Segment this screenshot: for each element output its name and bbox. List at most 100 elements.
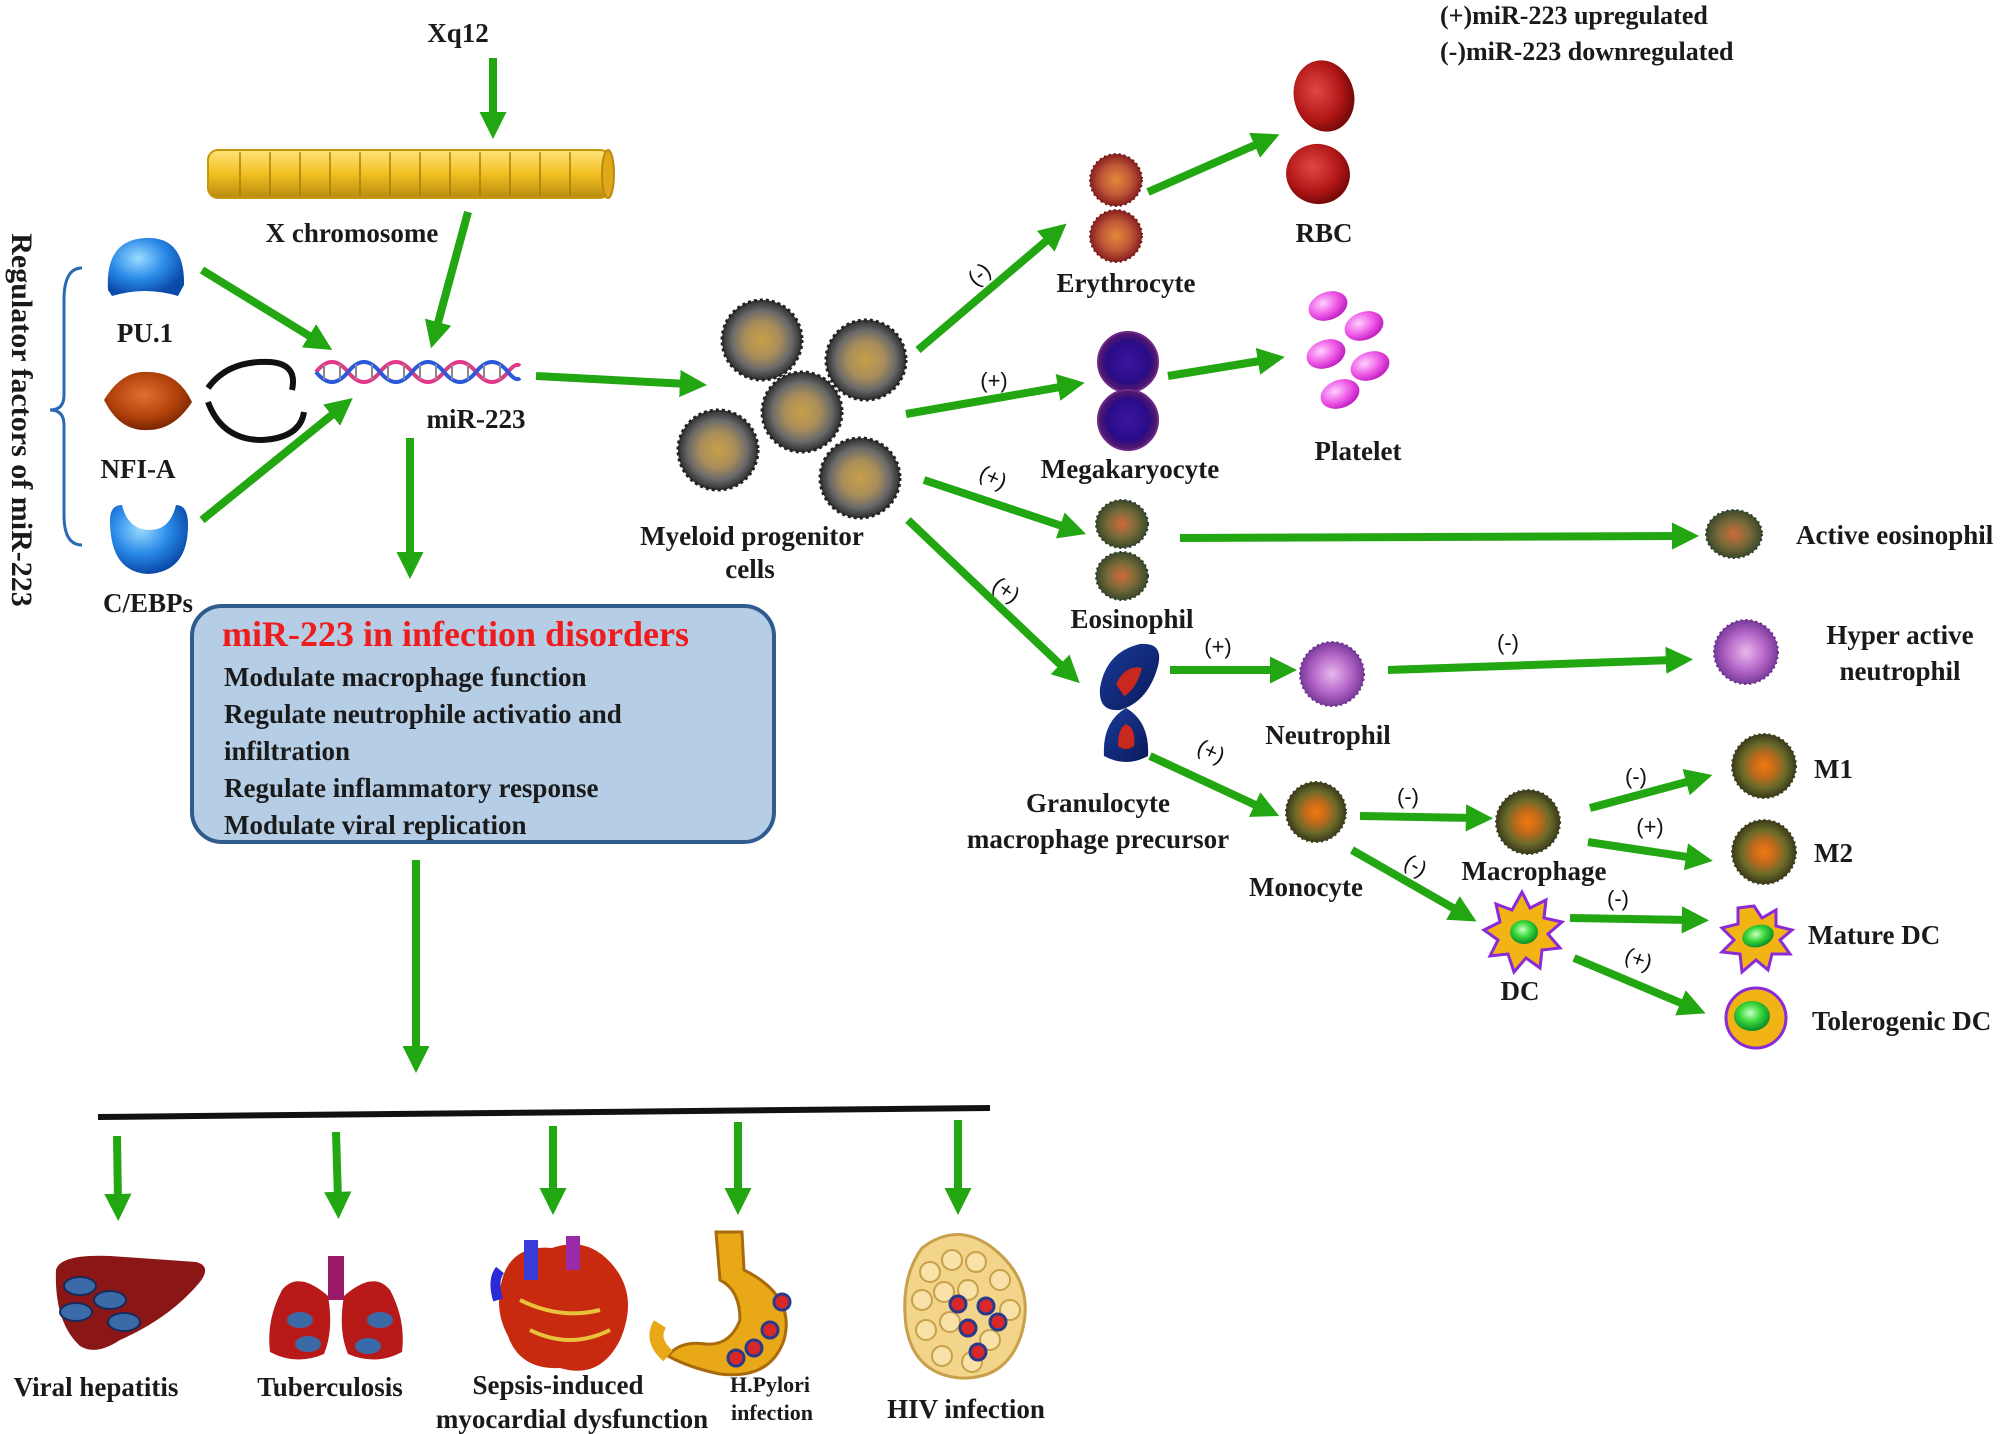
m1-label: M1 xyxy=(1814,754,1853,784)
macrophage-icon xyxy=(1495,789,1561,855)
stomach-icon xyxy=(649,1230,792,1377)
myeloid-progenitor-label-2: cells xyxy=(725,554,774,584)
hpylori-label-1: H.Pylori xyxy=(730,1372,810,1397)
gmp-label-2: macrophage precursor xyxy=(967,824,1229,854)
sepsis-label-1: Sepsis-induced xyxy=(472,1370,643,1400)
to-erythrocyte-arrow xyxy=(915,223,1067,354)
sepsis-label-2: myocardial dysfunction xyxy=(436,1404,708,1434)
to-tolerogenic-dc-arrow xyxy=(1572,954,1706,1016)
regulator-factors-label: Regulator factors of miR-223 xyxy=(5,233,38,607)
platelet-icon xyxy=(1306,291,1390,409)
tuberculosis-label: Tuberculosis xyxy=(257,1372,403,1402)
cebps-label: C/EBPs xyxy=(103,588,193,618)
to-platelet-arrow xyxy=(1167,347,1285,380)
rbc-label: RBC xyxy=(1295,218,1352,248)
pu1-arrow xyxy=(199,266,333,350)
mature-dc-label: Mature DC xyxy=(1808,920,1940,950)
lungs-icon xyxy=(269,1256,403,1360)
to-active-eosinophil-arrow xyxy=(1179,522,1700,550)
sign-to-eosinophil: (+) xyxy=(975,460,1010,494)
infection-box-item: Modulate macrophage function xyxy=(224,662,587,692)
sign-to-hyper-neutrophil: (-) xyxy=(1497,630,1519,655)
gmp-label-1: Granulocyte xyxy=(1026,788,1170,818)
infection-box-item: Modulate viral replication xyxy=(224,810,526,840)
tolerogenic-dc-label: Tolerogenic DC xyxy=(1812,1006,1991,1036)
sign-to-monocyte: (+) xyxy=(1193,734,1228,768)
to-m1-arrow xyxy=(1588,768,1713,812)
to-monocyte-arrow xyxy=(1148,752,1280,817)
neutrophil-icon xyxy=(1299,641,1365,707)
nfia-icon xyxy=(104,371,192,431)
chromosome-arrow xyxy=(425,210,472,349)
sign-to-mature-dc: (-) xyxy=(1607,886,1629,911)
cebps-arrow xyxy=(199,398,353,524)
rbc-icon xyxy=(1286,60,1355,205)
monocyte-icon xyxy=(1285,781,1347,843)
neutrophil-label: Neutrophil xyxy=(1265,720,1391,750)
regulator-bracket xyxy=(49,266,83,547)
sign-to-neutrophil: (+) xyxy=(1204,634,1232,659)
monocyte-label: Monocyte xyxy=(1249,872,1363,902)
infection-box-title: miR-223 in infection disorders xyxy=(222,614,689,654)
sign-to-megakaryocyte: (+) xyxy=(980,368,1008,393)
to-m2-arrow xyxy=(1587,838,1713,871)
eosinophil-label: Eosinophil xyxy=(1070,604,1194,634)
myeloid-progenitor-label-1: Myeloid progenitor xyxy=(640,521,864,551)
gmp-icon xyxy=(1099,643,1160,762)
sign-to-tolerogenic-dc: (+) xyxy=(1621,943,1655,976)
m1-icon xyxy=(1731,733,1797,799)
to-eosinophil-arrow xyxy=(922,476,1087,539)
hyper-active-neutrophil-icon xyxy=(1713,619,1779,685)
sign-to-m2: (+) xyxy=(1636,814,1664,839)
infection-box-item: infiltration xyxy=(224,736,350,766)
hiv-label: HIV infection xyxy=(887,1394,1045,1424)
to-macrophage-arrow xyxy=(1359,804,1494,832)
to-mature-dc-arrow xyxy=(1569,906,1710,934)
m2-icon xyxy=(1731,819,1797,885)
heart-icon xyxy=(490,1236,628,1371)
dc-icon xyxy=(1481,888,1566,975)
to-hyper-neutrophil-arrow xyxy=(1387,646,1694,674)
nfia-label: NFI-A xyxy=(101,454,176,484)
hyper-active-label-1: Hyper active xyxy=(1826,620,1973,650)
cebps-icon xyxy=(110,505,188,574)
macrophage-label: Macrophage xyxy=(1462,856,1607,886)
erythrocyte-icon xyxy=(1089,153,1143,263)
platelet-label: Platelet xyxy=(1315,436,1402,466)
mature-dc-icon xyxy=(1718,904,1796,975)
sign-to-macrophage: (-) xyxy=(1397,784,1419,809)
mir223-label: miR-223 xyxy=(427,404,526,434)
eosinophil-icon xyxy=(1095,499,1149,601)
to-gmp-arrow xyxy=(905,517,1080,684)
feedback-loop-icon xyxy=(205,358,307,444)
m2-label: M2 xyxy=(1814,838,1853,868)
disease-divider xyxy=(97,1105,991,1120)
megakaryocyte-icon xyxy=(1097,331,1159,451)
myeloid-progenitor-icon xyxy=(676,298,908,520)
megakaryocyte-label: Megakaryocyte xyxy=(1041,454,1219,484)
tolerogenic-dc-icon xyxy=(1724,986,1788,1050)
dc-label: DC xyxy=(1501,976,1540,1006)
erythrocyte-label: Erythrocyte xyxy=(1057,268,1196,298)
mir223-to-progenitor-arrow xyxy=(535,369,708,398)
infection-box: miR-223 in infection disorders Modulate … xyxy=(190,604,776,844)
to-tuberculosis-arrow xyxy=(324,1131,352,1220)
viral-hepatitis-label: Viral hepatitis xyxy=(14,1372,179,1402)
hyper-active-label-2: neutrophil xyxy=(1839,656,1961,686)
pu1-label: PU.1 xyxy=(117,318,173,348)
to-dc-arrow xyxy=(1350,846,1477,922)
legend-upregulated: (+)miR-223 upregulated xyxy=(1440,1,1708,30)
xq12-label: Xq12 xyxy=(427,18,489,48)
liver-icon xyxy=(55,1255,206,1350)
active-eosinophil-icon xyxy=(1705,509,1763,559)
infection-box-item: Regulate neutrophile activatio and xyxy=(224,699,622,729)
active-eosinophil-label: Active eosinophil xyxy=(1796,520,1994,550)
legend-downregulated: (-)miR-223 downregulated xyxy=(1440,37,1734,66)
hpylori-label-2: infection xyxy=(731,1400,813,1425)
pu1-icon xyxy=(107,237,185,296)
infection-box-item: Regulate inflammatory response xyxy=(224,773,598,803)
x-chromosome-label: X chromosome xyxy=(266,218,439,248)
x-chromosome-icon xyxy=(207,149,615,199)
to-viral-hepatitis-arrow xyxy=(104,1135,132,1222)
